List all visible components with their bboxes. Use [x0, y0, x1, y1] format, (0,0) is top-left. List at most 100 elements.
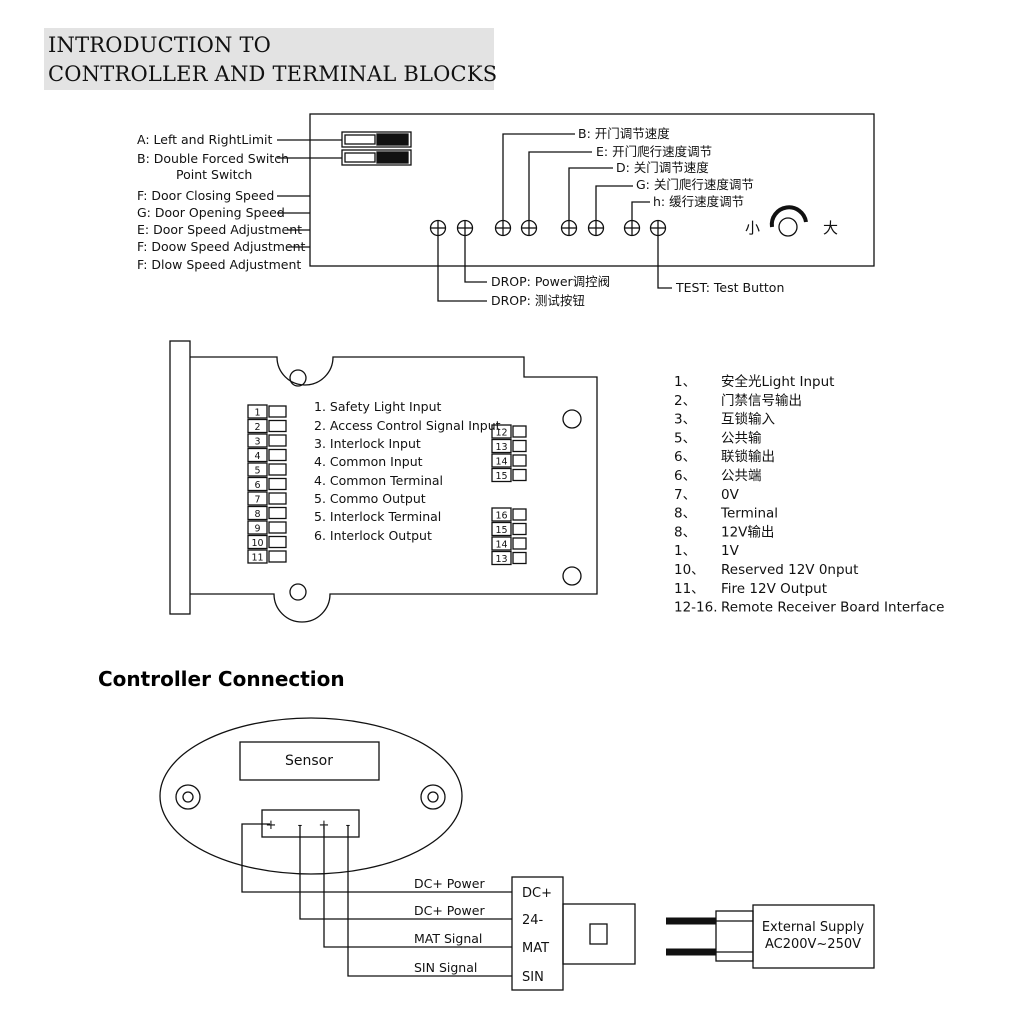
connector-label: SIN: [522, 970, 544, 985]
pin-screw: [512, 522, 527, 536]
terminal-board: [169, 340, 598, 623]
pin-cell: [491, 536, 512, 551]
board-label: 5. Interlock Terminal: [314, 509, 441, 524]
panel-top-label: E: 开门爬行速度调节: [596, 144, 712, 159]
dial-small-label: 小: [745, 219, 760, 237]
wire-label: DC+ Power: [414, 903, 485, 918]
sensor-pin: +: [266, 818, 277, 833]
pin-number: 4: [254, 451, 260, 462]
right-terminal-block-bottom: 16 15 14 13: [491, 507, 527, 566]
legend-number: 8、: [674, 506, 696, 522]
mounting-hole-right: [420, 784, 446, 810]
sensor-pin: +: [319, 818, 330, 833]
legend-number: 5、: [674, 430, 696, 446]
pin-screw: [268, 550, 287, 563]
pin-screw: [268, 448, 287, 462]
controller-panel: [309, 113, 875, 267]
board-label: 6. Interlock Output: [314, 528, 432, 543]
left-leaders: [277, 139, 342, 248]
pin-cell: [247, 447, 268, 463]
pin-screw: [268, 405, 287, 418]
legend-text: 公共端: [721, 468, 762, 484]
pin-cell: [247, 520, 268, 535]
pin-number: 14: [495, 540, 507, 551]
wire-label: MAT Signal: [414, 931, 482, 946]
panel-top-label: D: 关门调节速度: [616, 160, 709, 175]
sensor-label: Sensor: [285, 753, 333, 769]
pin-cell: [247, 404, 268, 419]
pin-screw: [512, 508, 527, 521]
pin-number: 15: [495, 525, 507, 536]
mounting-hole-left: [175, 784, 201, 810]
pin-cell: [491, 521, 512, 537]
power-module-window: [589, 923, 608, 945]
title-line-2: CONTROLLER AND TERMINAL BLOCKS: [48, 62, 498, 86]
connector-label: MAT: [522, 941, 549, 956]
sensor-wires: [241, 823, 512, 977]
pin-cell: [491, 467, 512, 483]
pin-cell: [247, 462, 268, 477]
test-button-label: TEST: Test Button: [675, 280, 784, 295]
pin-screw: [512, 454, 527, 467]
pin-cell: [491, 507, 512, 522]
panel-top-label: B: 开门调节速度: [578, 126, 670, 141]
board-label: 3. Interlock Input: [314, 436, 421, 451]
legend-text: 12V输出: [721, 524, 774, 540]
legend-text: 0V: [721, 487, 740, 503]
supply-label-line1: External Supply: [762, 920, 865, 935]
pin-cell: [247, 534, 268, 550]
pin-screw: [268, 506, 287, 520]
panel-left-label: E: Door Speed Adjustment: [137, 222, 302, 237]
legend-number: 1、: [674, 374, 696, 390]
pin-screw: [268, 434, 287, 447]
top-leaders: [502, 133, 650, 220]
pin-number: 8: [254, 509, 260, 520]
wire-label: SIN Signal: [414, 960, 477, 975]
legend-text: 公共输: [721, 430, 762, 446]
legend-number: 1、: [674, 543, 696, 559]
pin-screw: [512, 537, 527, 550]
wire-label: DC+ Power: [414, 876, 485, 891]
panel-left-label: B: Double Forced Switch: [137, 151, 289, 166]
legend-text: Remote Receiver Board Interface: [721, 600, 944, 616]
legend-number: 2、: [674, 393, 696, 409]
pin-number: 9: [254, 524, 260, 535]
pin-number: 10: [251, 538, 263, 549]
connector-label: DC+: [522, 886, 552, 901]
legend-text: 联锁输出: [721, 449, 775, 465]
pin-screw: [512, 551, 527, 565]
legend-number: 10、: [674, 562, 705, 578]
pin-cell: [247, 505, 268, 521]
potentiometers: [429, 219, 667, 237]
panel-left-label: G: Door Opening Speed: [137, 205, 285, 220]
pin-cell: [491, 438, 512, 454]
pin-number: 16: [495, 511, 507, 522]
dip-switch-b: [341, 149, 412, 166]
pin-number: 2: [254, 422, 260, 433]
pin-cell: [491, 453, 512, 468]
sensor-pin: -: [346, 818, 351, 833]
legend-number: 12-16.: [674, 600, 718, 616]
pin-number: 7: [254, 495, 260, 506]
pin-number: 13: [495, 554, 507, 565]
mains-cables: [666, 910, 754, 962]
pin-screw: [268, 419, 287, 433]
pin-cell: [247, 433, 268, 448]
pin-cell: [247, 491, 268, 506]
panel-top-label: G: 关门爬行速度调节: [636, 177, 754, 192]
legend-text: Fire 12V Output: [721, 581, 827, 597]
pin-screw: [512, 439, 527, 453]
section-heading-controller-connection: Controller Connection: [98, 667, 345, 691]
pin-screw: [268, 492, 287, 505]
pin-cell: [247, 476, 268, 492]
legend-text: 门禁信号输出: [721, 393, 802, 409]
legend-number: 3、: [674, 412, 696, 428]
board-label: 4. Common Input: [314, 454, 423, 469]
sensor-label-box: [239, 741, 380, 781]
speed-dial-icon: [769, 205, 808, 237]
legend-number: 6、: [674, 449, 696, 465]
legend-text: 互锁输入: [721, 412, 775, 428]
pin-number: 15: [495, 471, 507, 482]
